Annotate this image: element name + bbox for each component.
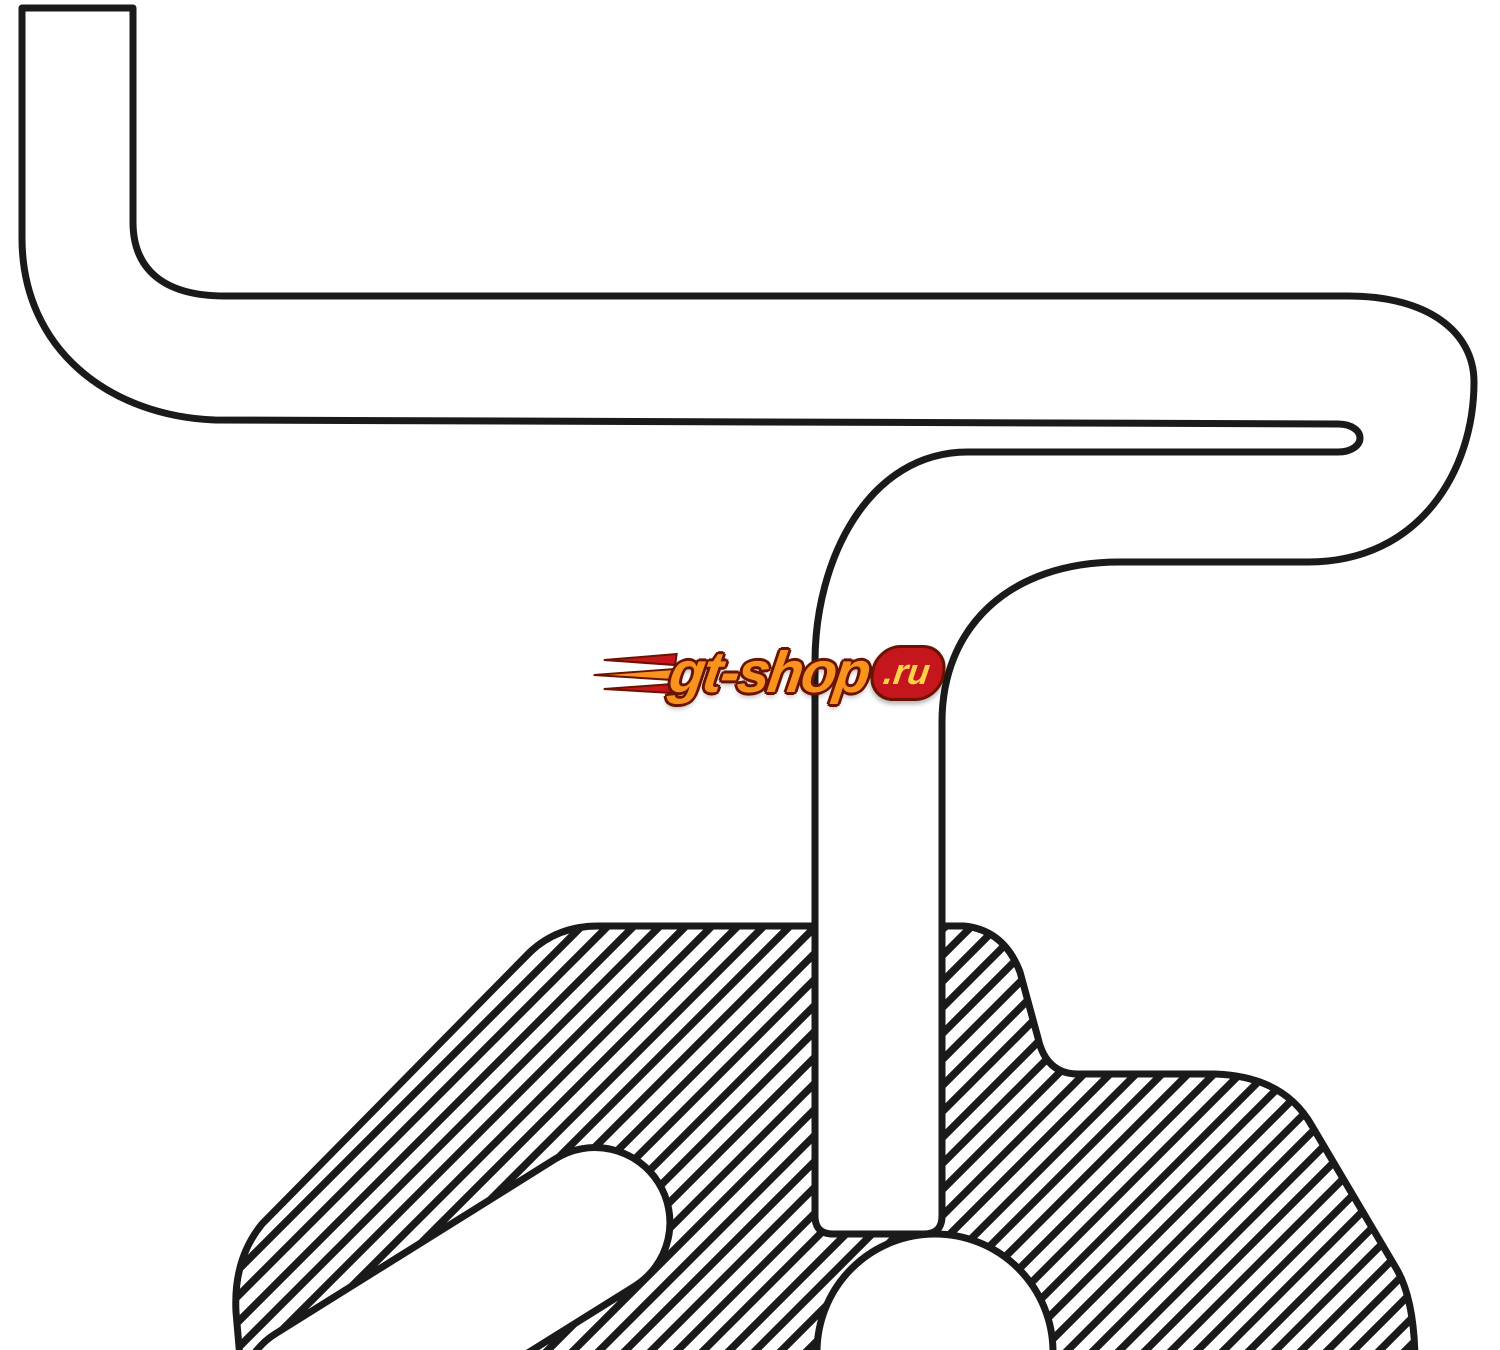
speed-stripe-middle (593, 667, 676, 682)
slot-cutout (236, 1144, 674, 1350)
speed-lines-icon (593, 652, 678, 695)
speed-stripe-top (603, 652, 678, 667)
watermark-text-suffix: .ru (866, 645, 949, 701)
watermark-text-main: gt-shop (665, 640, 874, 705)
seal-profile-outline (18, 4, 1478, 1238)
watermark-logo: gt-shop.ru (587, 638, 949, 708)
speed-stripe-bottom (603, 682, 674, 695)
